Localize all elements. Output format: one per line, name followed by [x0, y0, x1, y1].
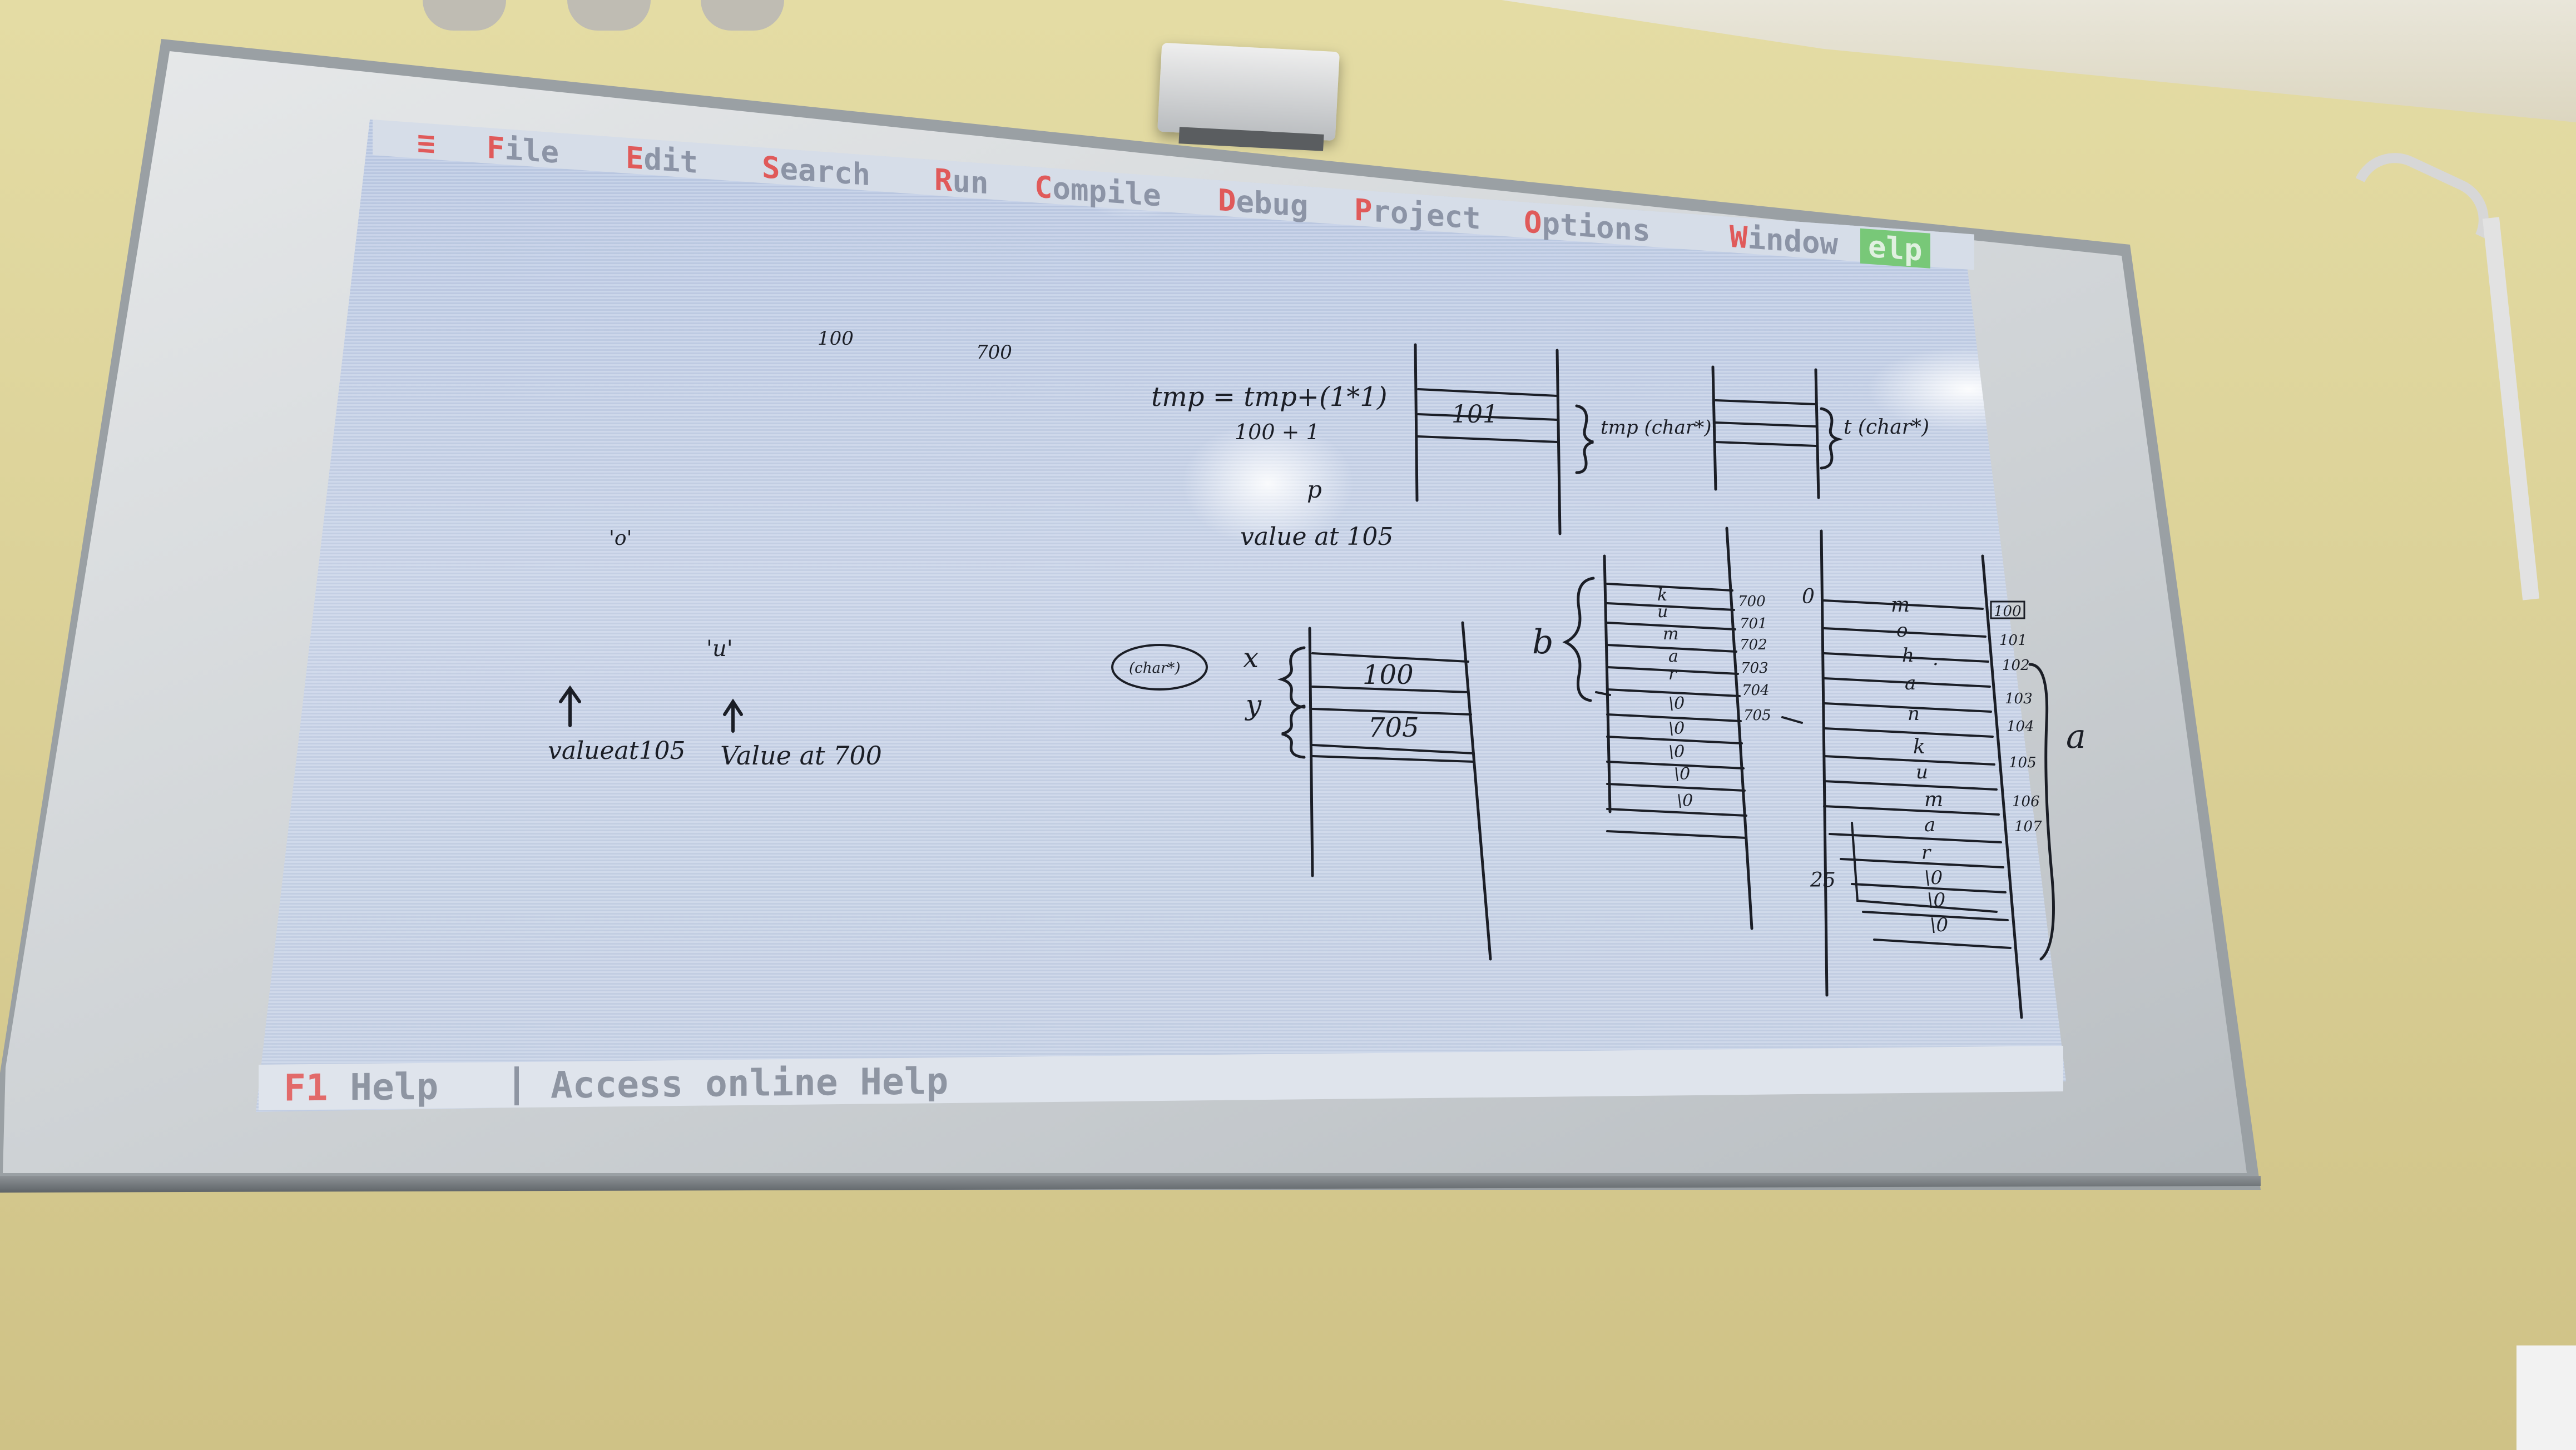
cell-x-value: 100	[1363, 659, 1414, 691]
note-value-at-700: Value at 700	[720, 741, 882, 771]
pointer-arrow-icon	[1781, 716, 1803, 724]
cell-char: u	[1657, 602, 1668, 622]
cell-address: 701	[1740, 615, 1767, 632]
cell-char: \0	[1668, 694, 1685, 713]
b-addresses: 700 701 702 703 704 705	[1738, 593, 1771, 724]
note-100: 100	[818, 327, 854, 350]
brace	[2028, 663, 2055, 961]
a-cells: m o h . a n k u m a r \0 \0 \0	[1823, 594, 2012, 949]
cell-address: 101	[1999, 632, 2027, 649]
up-arrow-icon	[723, 698, 743, 733]
label-zero: 0	[1802, 585, 1815, 608]
note-quote-o: 'o'	[609, 527, 632, 550]
cell-address: 703	[1741, 660, 1768, 677]
cell-char: \0	[1930, 914, 1948, 936]
note-tmp-sub: 100 + 1	[1235, 420, 1320, 444]
up-arrow-icon	[559, 685, 581, 727]
cell-char: m	[1924, 788, 1943, 811]
cell-address: 705	[1743, 707, 1771, 724]
cell-char: k	[1913, 736, 1925, 758]
pointer-notes: tmp = tmp+(1*1) 100 + 1 p value at 105	[1151, 381, 1393, 551]
cell-char: k	[1657, 585, 1667, 605]
label-b: b	[1532, 623, 1553, 662]
note-quote-u: 'u'	[706, 636, 733, 662]
cell-address: 103	[2005, 691, 2033, 707]
cell-char: .	[1933, 648, 1939, 670]
note-700: 700	[976, 341, 1012, 364]
cell-address: 105	[2009, 754, 2037, 771]
cell-char: \0	[1668, 742, 1685, 762]
note-p: p	[1307, 476, 1322, 503]
memory-box-b: b k u m a r \0	[1532, 527, 1803, 930]
a-addresses: 100 101 102 103 104 105 106 107	[1990, 600, 2042, 835]
overflow-outline	[1851, 822, 1998, 913]
cell-char: r	[1921, 842, 1931, 864]
cell-y-value: 705	[1368, 712, 1419, 743]
b-cells: k u m a r \0 \0 \0 \0 \0	[1606, 583, 1747, 839]
cell-address: 100	[1994, 603, 2022, 620]
note-tmp-eq: tmp = tmp+(1*1)	[1151, 381, 1388, 413]
brace	[1820, 407, 1843, 470]
memory-box-a: 0 m o h . a	[1802, 529, 2086, 1019]
cell-char: o	[1896, 619, 1908, 642]
cell-char: r	[1668, 664, 1677, 684]
cell-address: 704	[1742, 682, 1770, 699]
label-a: a	[2066, 717, 2086, 756]
cell-address: 107	[2014, 818, 2042, 835]
pointer-arrow-icon	[1595, 691, 1611, 696]
cell-char: m	[1891, 594, 1910, 617]
note-value-at-105: valueat105	[548, 737, 685, 765]
brace	[1575, 404, 1594, 474]
note-value-at-105-right: value at 105	[1240, 523, 1393, 551]
cell-char: \0	[1668, 719, 1685, 738]
cell-char: a	[1905, 672, 1916, 694]
note-char-star: (char*)	[1129, 660, 1181, 677]
cell-char: a	[1924, 814, 1935, 836]
ceiling-light	[423, 0, 506, 31]
brace-label-t: t (char*)	[1844, 416, 1929, 439]
cell-address: 702	[1740, 637, 1767, 653]
cell-value: 101	[1452, 400, 1498, 429]
cell-char: n	[1908, 703, 1920, 725]
brace-label-tmp: tmp (char*)	[1601, 416, 1711, 439]
ceiling-light	[701, 0, 784, 31]
circled-note	[1111, 644, 1208, 691]
wall-socket	[2516, 1345, 2576, 1450]
cell-char: \0	[1674, 764, 1690, 784]
cell-address: 104	[2007, 718, 2034, 735]
cell-address: 106	[2012, 793, 2040, 810]
cell-char: a	[1668, 647, 1678, 666]
cell-address: 700	[1738, 593, 1766, 610]
ceiling-light	[567, 0, 651, 31]
cell-char: \0	[1677, 791, 1693, 811]
cell-char: \0	[1924, 867, 1943, 889]
memory-box-xy: (char*) x y 100 705	[1111, 621, 1492, 961]
left-notes: 100 700 'o' 'u' valueat105 Value at 700	[548, 327, 1012, 771]
cell-char: m	[1663, 624, 1678, 644]
cell-address: 102	[2002, 657, 2030, 674]
cell-char: h	[1902, 644, 1914, 667]
memory-box-tmp: 101 tmp (char*) t (char*)	[1414, 343, 1929, 535]
label-x: x	[1243, 642, 1259, 674]
cell-char: u	[1916, 761, 1928, 783]
label-y: y	[1245, 689, 1262, 721]
label-25: 25	[1810, 869, 1836, 892]
